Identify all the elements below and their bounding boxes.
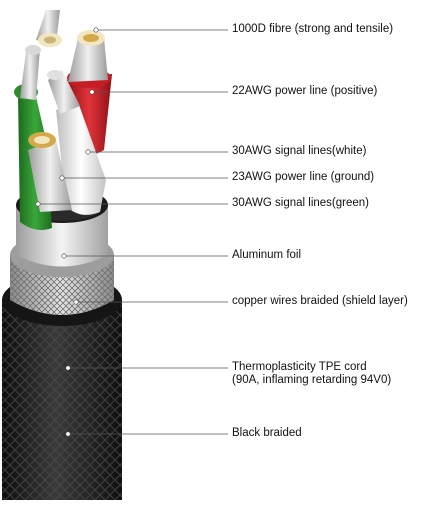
label-aluminum-foil: Aluminum foil [232, 249, 302, 261]
leader-dot-aluminum-foil [61, 253, 67, 259]
label-power-positive: 22AWG power line (positive) [232, 85, 378, 97]
label-signal-white: 30AWG signal lines(white) [232, 145, 367, 157]
white-signal-wire [47, 70, 106, 215]
leader-dot-copper-braid [73, 299, 79, 305]
black-braided-jacket [2, 274, 122, 500]
leader-dot-power-ground [59, 175, 65, 181]
label-tpe-cord-line1: Thermoplasticity TPE cord [232, 361, 367, 373]
label-signal-green: 30AWG signal lines(green) [232, 197, 369, 209]
label-tpe-cord-line2: (90A, inflaming retarding 94V0) [232, 374, 392, 386]
label-fibre: 1000D fibre (strong and tensile) [232, 23, 394, 35]
leader-dot-signal-white [85, 149, 91, 155]
leader-dot-signal-green [35, 201, 41, 207]
red-power-wire [66, 30, 112, 162]
label-copper-braid: copper wires braided (shield layer) [232, 295, 408, 307]
fibre-core [36, 10, 62, 47]
leader-dot-fibre [93, 27, 99, 33]
label-tpe-cord: Thermoplasticity TPE cord (90A, inflamin… [232, 361, 391, 387]
leader-dot-tpe-cord [65, 365, 71, 371]
ground-power-wire [28, 132, 72, 212]
leader-dot-black-braid [65, 431, 71, 437]
callout-leaders [35, 27, 228, 437]
label-black-braid: Black braided [232, 427, 302, 439]
label-power-ground: 23AWG power line (ground) [232, 171, 375, 183]
leader-dot-power-positive [89, 89, 95, 95]
